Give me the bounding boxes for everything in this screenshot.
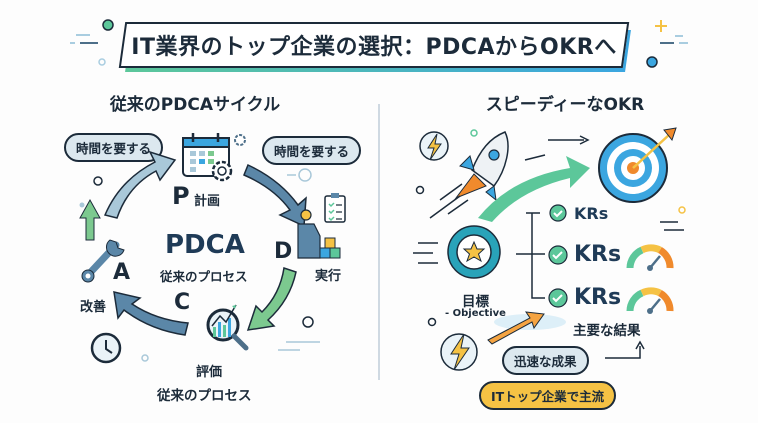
wrench-arrow-icon bbox=[79, 198, 125, 283]
gauge-icon bbox=[626, 287, 674, 314]
krs-caption: 主要な結果 bbox=[573, 323, 641, 339]
panel-divider bbox=[378, 104, 380, 380]
result-connector bbox=[605, 346, 641, 359]
dot-decoration bbox=[298, 168, 312, 182]
calendar-gear-icon bbox=[182, 133, 246, 182]
arrow-check-to-act bbox=[113, 291, 189, 336]
step-plan-label: 計画 bbox=[194, 194, 221, 209]
objective-label: 目標 bbox=[462, 294, 489, 310]
time-consuming-badge-right: 時間を要する bbox=[262, 136, 362, 165]
step-check-label: 評価 bbox=[196, 365, 223, 380]
dot-decoration bbox=[646, 56, 658, 68]
dot-decoration bbox=[302, 316, 314, 328]
arrow-do-to-check bbox=[246, 267, 297, 331]
kr-label-2: KRs bbox=[574, 242, 622, 267]
pdca-center-subtitle: 従来のプロセス bbox=[160, 269, 248, 284]
target-icon bbox=[598, 127, 677, 203]
orange-arrow bbox=[487, 311, 545, 345]
pdca-center-title: PDCA bbox=[165, 230, 245, 260]
step-check-letter: C bbox=[174, 290, 191, 315]
dot-decoration bbox=[470, 129, 478, 137]
time-consuming-badge-left: 時間を要する bbox=[64, 133, 164, 162]
worker-checklist-icon bbox=[297, 193, 346, 259]
lightning-icon bbox=[440, 333, 478, 371]
dot-decoration bbox=[678, 206, 686, 214]
progress-arrow bbox=[478, 156, 590, 222]
pdca-heading: 従来のPDCAサイクル bbox=[109, 95, 281, 115]
rocket-icon bbox=[429, 131, 509, 219]
step-do-letter: D bbox=[274, 239, 293, 264]
okr-heading: スピーディーなOKR bbox=[485, 95, 645, 115]
dot-decoration bbox=[102, 19, 114, 31]
objective-sublabel: - Objective bbox=[445, 308, 506, 319]
dot-decoration bbox=[415, 185, 425, 195]
page-title: IT業界のトップ企業の選択：PDCAからOKRへ bbox=[131, 35, 617, 60]
check-icon bbox=[548, 288, 568, 308]
pdca-footer: 従来のプロセス bbox=[157, 388, 252, 404]
magnifier-chart-icon bbox=[206, 304, 249, 351]
objective-star-icon bbox=[447, 225, 501, 279]
dot-decoration bbox=[93, 176, 103, 186]
check-icon bbox=[548, 245, 568, 265]
lightning-icon bbox=[419, 131, 449, 161]
kr-connector bbox=[516, 212, 545, 299]
arrow-act-to-plan bbox=[103, 150, 177, 219]
gauge-icon bbox=[626, 244, 674, 271]
fast-result-badge: 迅速な成果 bbox=[502, 346, 589, 375]
step-do-label: 実行 bbox=[315, 269, 342, 284]
clock-icon bbox=[90, 332, 122, 364]
mainstream-badge: ITトップ企業で主流 bbox=[479, 381, 617, 410]
kr-label-3: KRs bbox=[574, 285, 622, 310]
step-plan-letter: P bbox=[172, 182, 190, 210]
dot-decoration bbox=[98, 58, 106, 66]
sparkle-decoration bbox=[655, 20, 667, 32]
dot-decoration bbox=[79, 202, 85, 208]
check-icon bbox=[549, 204, 567, 222]
dot-decoration bbox=[141, 354, 149, 362]
step-act-label: 改善 bbox=[80, 300, 107, 315]
step-act-letter: A bbox=[113, 260, 131, 285]
kr-label-1: KRs bbox=[574, 204, 609, 223]
dot-decoration bbox=[427, 317, 437, 327]
